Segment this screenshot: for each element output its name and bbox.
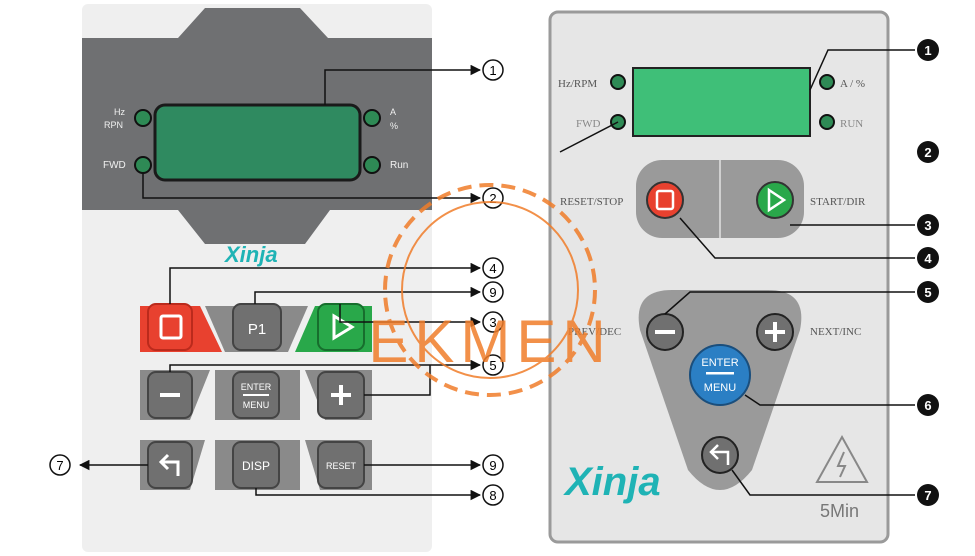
callout-3: 3: [489, 315, 496, 330]
disp-key-label: DISP: [242, 459, 270, 473]
callout-line-9a: [254, 286, 482, 304]
right-enter-divider: [706, 372, 734, 375]
minus-icon: [160, 393, 180, 397]
left-callouts: [78, 64, 482, 501]
left-keypad-panel: Hz RPN FWD A % Run Xinja P1 ENTER MENU: [82, 4, 432, 552]
right-callout-numbers: 1 2 3 4 5 6 7: [917, 39, 939, 506]
label-prev-dec: PREV/DEC: [568, 326, 621, 338]
r-callout-3: 3: [924, 218, 931, 233]
r-callout-line-6: [744, 394, 915, 406]
right-start-triangle-icon: [767, 187, 787, 213]
r-callout-4: 4: [924, 251, 932, 266]
r-callout-line-1: [809, 49, 915, 91]
label-start-dir: START/DIR: [810, 196, 866, 208]
right-keypad-panel: Hz/RPM FWD A / % RUN RESET/STOP START/DI…: [548, 10, 890, 544]
callout-1: 1: [489, 63, 496, 78]
led-hz-rpm: [134, 109, 152, 127]
label-pct: %: [390, 121, 398, 131]
right-logo: Xinja: [563, 460, 661, 504]
left-stop-key[interactable]: [147, 303, 193, 351]
right-led-hz-rpm: [610, 74, 626, 90]
back-arrow-icon: [158, 453, 180, 476]
right-start-key[interactable]: [756, 181, 794, 219]
right-enter-menu-key[interactable]: [689, 344, 751, 406]
right-stop-square-icon: [655, 189, 675, 211]
r-callout-2: 2: [924, 145, 931, 160]
callout-line-8: [255, 488, 482, 501]
led-a-pct: [363, 109, 381, 127]
watermark-text: EKMEN: [368, 308, 611, 375]
r-callout-line-5: [664, 291, 915, 315]
right-lcd-display: [632, 67, 811, 137]
lightning-icon: [836, 451, 847, 478]
callout-line-3: [339, 304, 482, 328]
callout-7: 7: [56, 458, 63, 473]
watermark: EKMEN: [368, 183, 611, 397]
r-callout-line-2: [559, 121, 619, 153]
left-lcd-display: [153, 103, 362, 182]
right-label-run: RUN: [840, 118, 863, 130]
callout-line-1: [324, 64, 482, 105]
label-fwd: FWD: [103, 160, 126, 171]
label-reset-stop: RESET/STOP: [560, 196, 623, 208]
led-run: [363, 156, 381, 174]
label-rpn: RPN: [104, 120, 123, 130]
warning-5min: 5Min: [820, 501, 859, 521]
callout-8: 8: [489, 488, 496, 503]
callout-line-2: [142, 173, 482, 204]
label-next-inc: NEXT/INC: [810, 326, 861, 338]
callout-4: 4: [489, 261, 496, 276]
enter-divider: [243, 394, 269, 396]
label-run: Run: [390, 160, 408, 171]
r-callout-line-4: [679, 217, 915, 259]
right-led-run: [819, 114, 835, 130]
right-panel-body: [548, 10, 890, 544]
watermark-gear-inner: [401, 201, 579, 379]
right-stop-key[interactable]: [646, 181, 684, 219]
right-plus-icon-v: [773, 322, 777, 342]
left-callout-numbers: 1 2 4 9 3 5 7 9 8: [49, 59, 504, 506]
callout-9b: 9: [489, 458, 496, 473]
plus-icon-v: [339, 385, 343, 405]
r-callout-1: 1: [924, 43, 931, 58]
left-logo: Xinja: [223, 242, 278, 267]
callout-line-5a: [169, 359, 482, 372]
callout-9a: 9: [489, 285, 496, 300]
r-callout-line-7: [731, 469, 915, 496]
right-label-a-pct: A / %: [840, 78, 865, 90]
label-a: A: [390, 107, 396, 117]
right-label-hz-rpm: Hz/RPM: [558, 78, 597, 90]
label-hz: Hz: [114, 107, 125, 117]
right-menu-label: MENU: [704, 382, 736, 394]
r-callout-6: 6: [924, 398, 931, 413]
callout-2: 2: [489, 191, 496, 206]
callout-line-4: [169, 262, 482, 304]
right-back-key[interactable]: [701, 436, 739, 474]
right-label-fwd: FWD: [576, 118, 601, 130]
left-p1-key[interactable]: [232, 303, 282, 351]
left-run-key[interactable]: [317, 303, 365, 351]
right-back-arrow-icon: [709, 444, 730, 465]
right-minus-icon: [655, 330, 675, 334]
warning-triangle-icon: [815, 434, 869, 483]
p1-key-label: P1: [248, 321, 266, 338]
right-enter-label: ENTER: [701, 357, 738, 369]
enter-label: ENTER: [241, 382, 272, 392]
r-callout-7: 7: [924, 488, 931, 503]
callout-5: 5: [489, 358, 496, 373]
led-fwd: [134, 156, 152, 174]
reset-key-label: RESET: [326, 461, 357, 471]
left-back-key[interactable]: [147, 441, 193, 489]
right-led-a-pct: [819, 74, 835, 90]
right-callouts: [559, 49, 915, 496]
r-callout-5: 5: [924, 285, 931, 300]
stop-square-icon: [159, 314, 183, 340]
menu-label: MENU: [243, 400, 270, 410]
watermark-gear-icon: [383, 183, 597, 397]
